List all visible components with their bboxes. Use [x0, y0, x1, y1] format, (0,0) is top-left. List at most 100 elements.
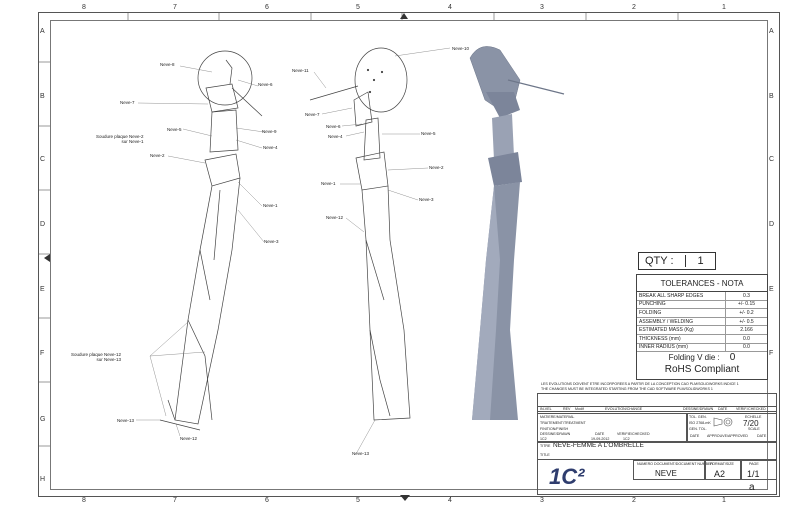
- tb-date-value: 19-09-2012: [591, 437, 610, 441]
- rohs-compliance: RoHS Compliant: [664, 364, 740, 376]
- callout-middle: Neve-6: [326, 124, 341, 129]
- callout-left: Soudure plaque Neve-12 sur Neve-13: [71, 352, 122, 362]
- callout-left: Neve-5: [167, 127, 182, 132]
- center-mark-left: [44, 254, 50, 262]
- callout-left: Neve-3: [264, 239, 279, 244]
- inner-frame: [50, 20, 768, 490]
- callout-left: Neve-1: [263, 203, 278, 208]
- tb-rev-h: EVOLUTION/CHANGE: [605, 407, 643, 411]
- callout-middle: Neve-5: [421, 131, 436, 136]
- zone-row-left: B: [40, 93, 45, 100]
- callout-left: Neve-13: [117, 418, 135, 423]
- tb-page-label: PAGE: [749, 462, 759, 466]
- zone-row-right: D: [769, 221, 775, 228]
- zone-col-top: 2: [632, 4, 636, 11]
- qty-label: QTY :: [639, 255, 686, 267]
- zone-col-top: 3: [540, 4, 544, 11]
- zone-col-bottom: 3: [540, 497, 544, 504]
- zone-col-top: 1: [722, 4, 726, 11]
- tb-scale-box: [687, 413, 777, 442]
- quantity-box: QTY : 1: [638, 252, 716, 270]
- tb-rev-h: DATE: [718, 407, 728, 411]
- company-logo: 1C²: [549, 464, 585, 489]
- qty-value: 1: [697, 255, 704, 267]
- zone-col-bottom: 6: [265, 497, 269, 504]
- tb-title-box: [537, 442, 777, 460]
- zone-row-left: H: [40, 476, 46, 483]
- tolerance-value: +/- 0.15: [737, 301, 756, 308]
- zone-row-left: C: [40, 156, 46, 163]
- tb-rev-h: VERIF./CHECKED: [736, 407, 766, 411]
- callout-middle: Neve-1: [321, 181, 336, 186]
- title-block: LES EVOLUTIONS DOIVENT ETRE INCORPOREES …: [537, 380, 777, 495]
- tolerance-row: PUNCHING+/- 0.15: [637, 300, 767, 310]
- tb-format-label: FORMAT/SIZE: [710, 462, 734, 466]
- tb-note-en: THE CHANGES MUST BE INTEGRATED STARTING …: [541, 387, 713, 391]
- zone-row-right: A: [769, 28, 774, 35]
- tb-note-fr: LES EVOLUTIONS DOIVENT ETRE INCORPOREES …: [541, 382, 739, 386]
- tb-docnum-label: NUMERO DOCUMENT/DOCUMENT NUMBER: [637, 462, 714, 466]
- tb-rev-h: IN-VEL: [540, 407, 552, 411]
- callout-middle: Neve-7: [305, 112, 320, 117]
- middle-view: [309, 47, 411, 421]
- tb-drawn-value: 1C2: [540, 437, 547, 441]
- tolerance-value: 2.166: [740, 327, 753, 334]
- folding-die: Folding V die : 0: [637, 352, 767, 363]
- tolerance-name: ESTIMATED MASS (Kg): [637, 326, 726, 334]
- shaded-view: [469, 46, 565, 420]
- tb-tol-gen: TOL. GEN.: [689, 415, 707, 419]
- tb-scale-fr: ECHELLE: [745, 415, 762, 419]
- callout-left: Neve-12: [180, 436, 198, 441]
- zone-row-left: D: [40, 221, 46, 228]
- tb-date2: DATE: [690, 434, 700, 438]
- outer-frame: [38, 12, 780, 497]
- zone-row-right: C: [769, 156, 775, 163]
- callout-left: Neve-2: [150, 153, 165, 158]
- tolerance-name: THICKNESS (mm): [637, 334, 726, 343]
- zone-row-right: E: [769, 286, 774, 293]
- zone-row-left: E: [40, 286, 45, 293]
- tb-material: MATIERE/MATERIAL: [540, 415, 575, 419]
- tolerance-value: 0.0: [743, 344, 750, 351]
- zone-row-left: F: [40, 350, 45, 357]
- tolerance-name: ASSEMBLY / WELDING: [637, 317, 726, 326]
- callout-left: Neve-8: [160, 62, 175, 67]
- callout-middle: Neve-4: [328, 134, 343, 139]
- zone-col-top: 8: [82, 4, 86, 11]
- callout-left: Soudure plaque Neve-2 sur Neve-1: [96, 134, 144, 144]
- folding-label: Folding V die :: [668, 353, 720, 363]
- callout-left: Neve-7: [120, 100, 135, 105]
- tolerances-title: TOLERANCES - NOTA: [637, 275, 767, 292]
- center-mark-bottom: [400, 495, 410, 501]
- tb-docnum-box: [633, 460, 705, 480]
- tb-gen-tol: GEN. TOL.: [689, 427, 707, 431]
- callout-left: Neve-9: [262, 129, 277, 134]
- zone-row-left: G: [40, 416, 46, 423]
- folding-value: 0: [729, 352, 736, 364]
- tolerance-row: ASSEMBLY / WELDING+/- 0.5: [637, 317, 767, 327]
- zone-col-bottom: 4: [448, 497, 452, 504]
- zone-col-bottom: 1: [722, 497, 726, 504]
- tb-rev-h: REV: [563, 407, 571, 411]
- tb-title-en: TITLE: [540, 453, 550, 457]
- tolerance-value: 0.0: [743, 335, 750, 342]
- tolerance-row: FOLDING+/- 0.2: [637, 309, 767, 318]
- tb-checked-value: 1C2: [623, 437, 630, 441]
- zone-row-left: A: [40, 28, 45, 35]
- tb-rev-row: [537, 406, 777, 412]
- callout-left: Neve-6: [258, 82, 273, 87]
- tb-docnum-value: NEVE: [655, 469, 677, 478]
- zone-col-top: 7: [173, 4, 177, 11]
- callout-middle: Neve-11: [292, 68, 309, 73]
- tolerance-name: INNER RADIUS (mm): [637, 343, 726, 352]
- callout-left: Neve-4: [263, 145, 278, 150]
- zone-col-bottom: 7: [173, 497, 177, 504]
- tb-finish: FINITION/FINISH: [540, 427, 569, 431]
- tolerance-row: THICKNESS (mm) 0.0: [637, 334, 767, 344]
- tolerance-value: 0.3: [743, 292, 750, 299]
- tb-date3: DATE: [757, 434, 767, 438]
- tolerance-value: +/- 0.2: [739, 309, 754, 316]
